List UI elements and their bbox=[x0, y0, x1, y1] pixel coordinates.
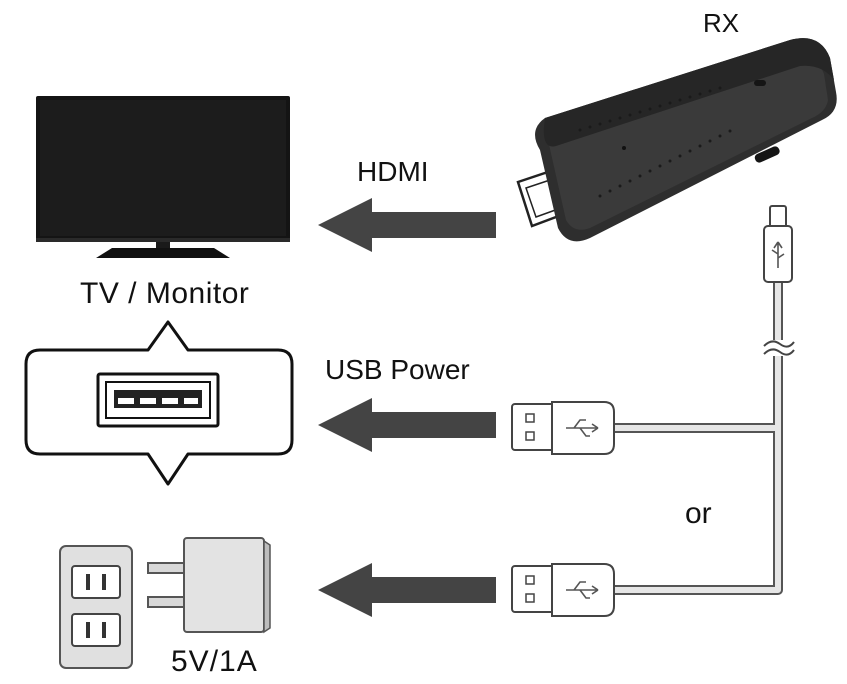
tv-monitor-icon bbox=[36, 96, 290, 258]
arrow-left-icon bbox=[318, 563, 496, 617]
arrow-left-icon bbox=[318, 398, 496, 452]
usb-a-plug-icon bbox=[511, 401, 615, 455]
usb-a-port-icon bbox=[96, 372, 220, 428]
or-label: or bbox=[685, 497, 712, 530]
usb-cable bbox=[612, 282, 795, 595]
micro-usb-plug-icon bbox=[763, 205, 793, 283]
hdmi-label: HDMI bbox=[357, 156, 429, 187]
usb-power-label: USB Power bbox=[325, 354, 470, 385]
arrow-left-icon bbox=[318, 198, 496, 252]
wall-outlet-icon bbox=[59, 545, 133, 669]
tv-monitor-label: TV / Monitor bbox=[80, 277, 250, 310]
power-adapter-icon bbox=[147, 537, 271, 634]
rx-label: RX bbox=[703, 8, 740, 38]
power-rating-label: 5V/1A bbox=[171, 645, 258, 678]
rx-dongle-icon bbox=[516, 38, 837, 242]
usb-a-plug-icon bbox=[511, 563, 615, 617]
